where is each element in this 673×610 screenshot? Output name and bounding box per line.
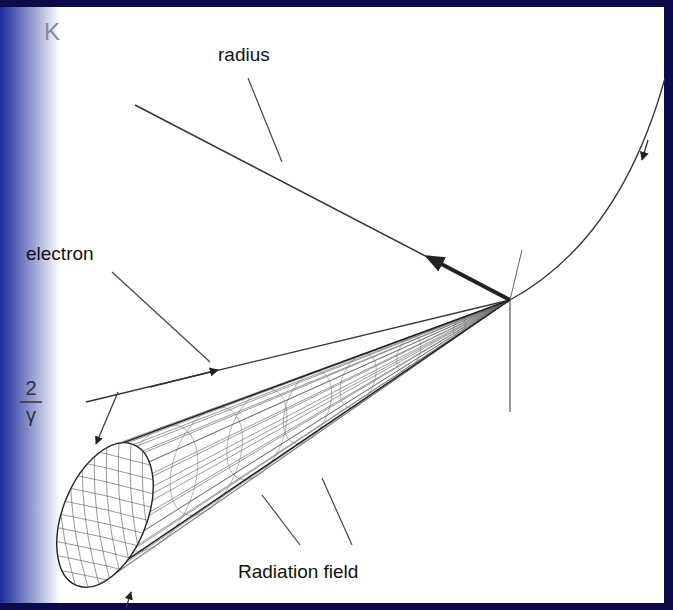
cone-edge	[87, 300, 510, 587]
face-grid	[130, 430, 152, 600]
face-grid	[82, 430, 104, 600]
electron-arrow	[150, 370, 218, 387]
part-label: electron	[26, 244, 94, 263]
leader-line	[248, 78, 282, 162]
cone-face	[38, 429, 173, 601]
face-grid	[142, 430, 164, 600]
width-arrow	[126, 592, 131, 608]
mesh-ring	[170, 407, 242, 515]
mesh-line	[153, 300, 510, 493]
leader-line	[262, 495, 300, 545]
leader-line	[510, 250, 522, 300]
face-grid	[106, 430, 128, 600]
face-grid	[40, 566, 170, 596]
radiation-cone	[38, 300, 510, 610]
face-grid	[40, 524, 170, 554]
face-grid	[40, 468, 170, 498]
orbit-arrow	[642, 140, 648, 160]
electron-path	[86, 300, 510, 402]
mesh-line	[86, 300, 510, 466]
mesh-line	[150, 300, 510, 512]
radius-line	[135, 105, 510, 300]
face-grid	[40, 440, 170, 470]
face-grid	[40, 594, 170, 610]
face-grid	[40, 510, 170, 540]
leader-line	[112, 272, 210, 362]
force-arrow	[428, 257, 510, 300]
face-grid	[40, 538, 170, 568]
part-label: radius	[218, 45, 270, 64]
mesh-ring	[227, 389, 287, 479]
part-label: Radiation field	[238, 562, 358, 581]
face-grid	[70, 430, 92, 600]
face-grid	[40, 552, 170, 582]
face-grid	[40, 454, 170, 484]
fraction-numerator: 2	[25, 378, 36, 398]
leader-line	[322, 478, 352, 545]
face-grid	[58, 430, 80, 600]
face-grid	[94, 430, 116, 600]
mesh-line	[122, 300, 510, 443]
mesh-line	[153, 300, 510, 476]
edge-gradient	[0, 7, 60, 603]
width-arrow	[96, 392, 118, 444]
face-grid	[40, 580, 170, 610]
cone-edge	[123, 300, 510, 443]
orbit-arc	[510, 78, 665, 300]
mesh-line	[110, 300, 510, 446]
mesh-ring	[283, 371, 331, 443]
mesh-line	[143, 300, 510, 451]
mesh-line	[88, 300, 510, 587]
mesh-line	[77, 300, 510, 585]
fraction-denominator: γ	[26, 405, 36, 425]
mesh-line	[149, 300, 510, 462]
white-panel	[14, 7, 664, 603]
face-grid	[40, 482, 170, 512]
mesh-line	[133, 300, 510, 445]
mesh-line	[98, 300, 510, 454]
face-grid	[40, 496, 170, 526]
fraction-bar	[20, 401, 42, 403]
vertical-axis	[509, 300, 510, 412]
face-grid	[118, 430, 140, 600]
point-label: K	[44, 20, 60, 44]
mesh-ring	[340, 354, 376, 408]
